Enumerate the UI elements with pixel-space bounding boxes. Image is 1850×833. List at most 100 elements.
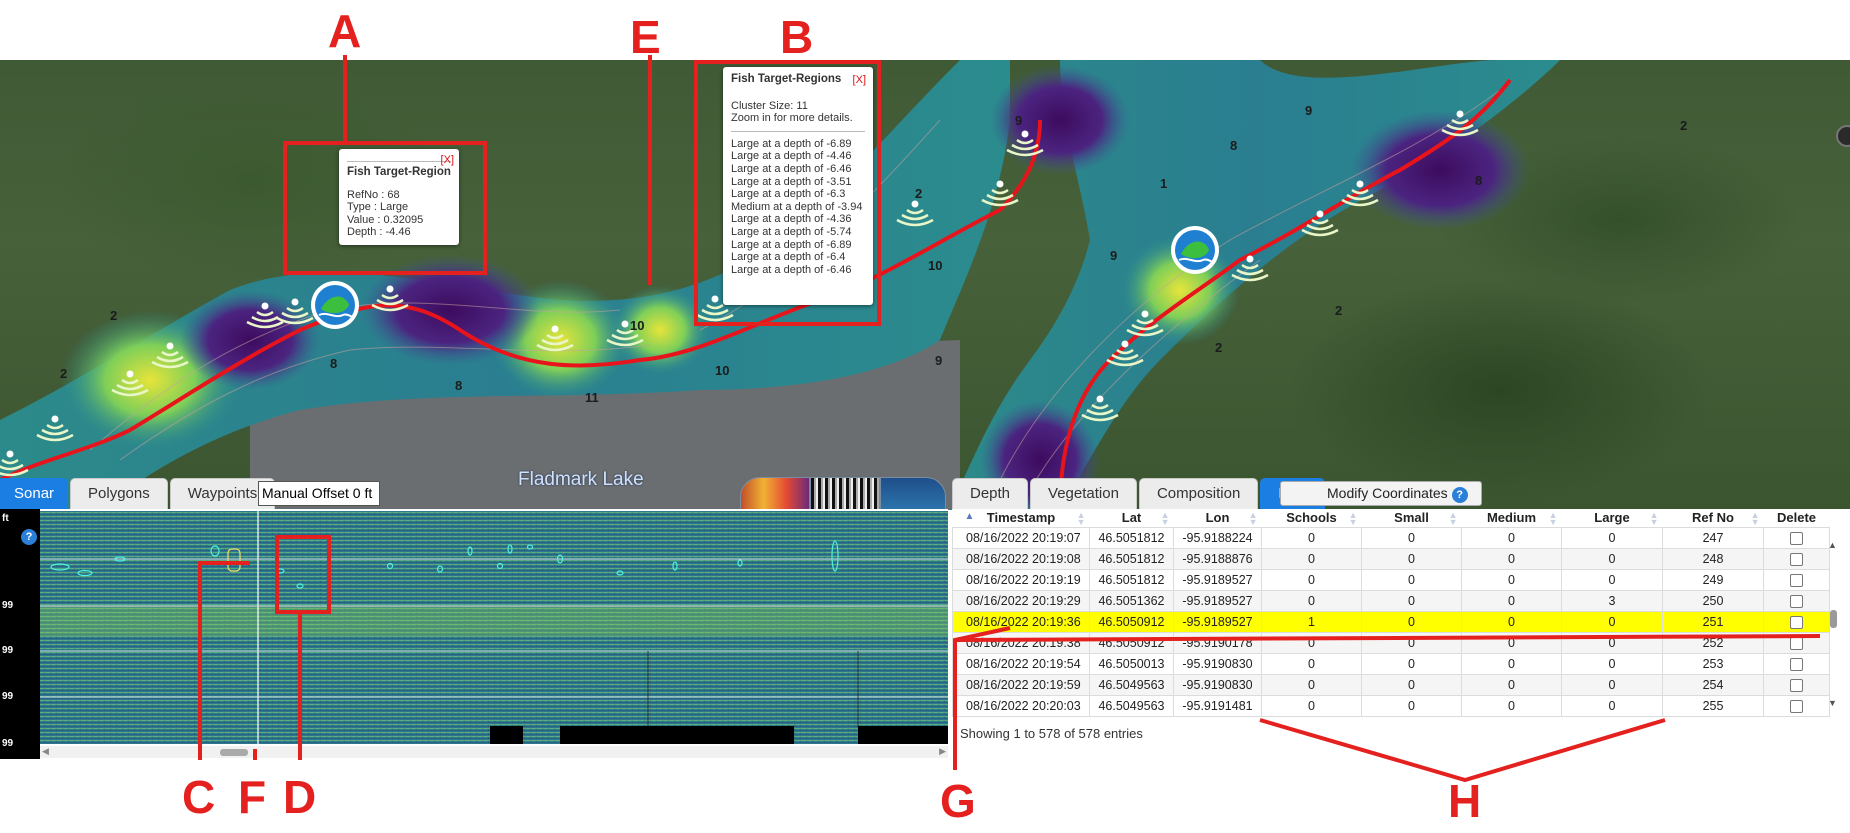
- sonar-fish-echo[interactable]: [737, 559, 743, 567]
- map-zoom-control[interactable]: [1836, 125, 1850, 147]
- column-header-medium[interactable]: Medium▲▼: [1461, 509, 1562, 527]
- sonar-fish-echo[interactable]: [556, 554, 564, 564]
- sonar-fish-echo[interactable]: [77, 569, 93, 577]
- fish-sonar-marker-icon[interactable]: [896, 200, 934, 227]
- cell-small: 0: [1361, 652, 1462, 675]
- cell-lon: -95.9188876: [1173, 547, 1262, 570]
- tab-polygons[interactable]: Polygons: [70, 478, 168, 509]
- column-header-lon[interactable]: Lon▲▼: [1173, 509, 1262, 527]
- manual-offset-input[interactable]: Manual Offset 0 ft: [258, 481, 380, 506]
- tab-waypoints[interactable]: Waypoints: [169, 478, 276, 509]
- popup-close-button[interactable]: [X]: [852, 74, 866, 86]
- column-header-small[interactable]: Small▲▼: [1361, 509, 1462, 527]
- sonar-fish-echo[interactable]: [114, 556, 126, 562]
- fish-sonar-marker-icon[interactable]: [371, 285, 409, 312]
- scroll-down-icon[interactable]: ▼: [1828, 698, 1837, 708]
- fish-sonar-marker-icon[interactable]: [246, 302, 284, 329]
- sonar-fish-echo[interactable]: [386, 562, 394, 570]
- scroll-right-icon[interactable]: ▶: [939, 746, 946, 756]
- scroll-thumb[interactable]: [1830, 610, 1837, 628]
- delete-checkbox[interactable]: [1790, 594, 1803, 608]
- tab-composition[interactable]: Composition: [1138, 478, 1259, 509]
- fish-sonar-marker-icon[interactable]: [1231, 255, 1269, 282]
- fish-sonar-marker-icon[interactable]: [1006, 130, 1044, 157]
- fish-sonar-marker-icon[interactable]: [151, 342, 189, 369]
- help-icon[interactable]: ?: [1451, 487, 1468, 503]
- fish-sonar-marker-icon[interactable]: [1301, 210, 1339, 237]
- annotation-label-e: E: [630, 11, 661, 63]
- column-header-lat[interactable]: Lat▲▼: [1089, 509, 1174, 527]
- table-vertical-scrollbar[interactable]: ▲ ▼: [1826, 540, 1840, 710]
- fish-sonar-marker-icon[interactable]: [536, 325, 574, 352]
- sonar-fish-echo[interactable]: [616, 570, 624, 576]
- cell-ref-no: 255: [1662, 694, 1764, 717]
- popup-line: Depth : -4.46: [347, 226, 411, 239]
- cell-lat: 46.5051812: [1089, 568, 1174, 591]
- sonar-fish-echo[interactable]: [50, 563, 70, 571]
- popup-title: Fish Target-Regions: [731, 73, 842, 85]
- sonar-fish-echo[interactable]: [672, 561, 678, 571]
- column-header-schools[interactable]: Schools▲▼: [1261, 509, 1362, 527]
- sonar-fish-echo[interactable]: [831, 540, 839, 572]
- sonar-fish-echo[interactable]: [526, 544, 534, 550]
- popup-title: Fish Target-Region: [347, 166, 451, 178]
- fish-sonar-marker-icon[interactable]: [1126, 310, 1164, 337]
- column-header-large[interactable]: Large▲▼: [1561, 509, 1663, 527]
- column-header-ref-no[interactable]: Ref No▲▼: [1662, 509, 1764, 527]
- delete-checkbox[interactable]: [1790, 699, 1803, 713]
- sonar-fish-echo[interactable]: [210, 545, 220, 557]
- sonar-fish-echo[interactable]: [467, 546, 473, 556]
- delete-checkbox[interactable]: [1790, 573, 1803, 587]
- basemap-thumbnail-sonar[interactable]: [810, 477, 880, 510]
- fish-sonar-marker-icon[interactable]: [606, 320, 644, 347]
- tab-sonar[interactable]: Sonar: [0, 478, 69, 509]
- delete-checkbox[interactable]: [1790, 552, 1803, 566]
- scroll-thumb[interactable]: [220, 749, 248, 756]
- fish-sonar-marker-icon[interactable]: [276, 298, 314, 325]
- fish-sonar-marker-icon[interactable]: [1341, 180, 1379, 207]
- basemap-thumbnail-heatmap[interactable]: [740, 477, 810, 510]
- delete-checkbox[interactable]: [1790, 636, 1803, 650]
- cell-delete: [1763, 652, 1830, 675]
- sonar-fish-echo[interactable]: [496, 562, 504, 570]
- delete-checkbox[interactable]: [1790, 657, 1803, 671]
- basemap-thumbnail-satellite[interactable]: [880, 477, 946, 510]
- scroll-left-icon[interactable]: ◀: [42, 746, 49, 756]
- lake-water-left: [0, 60, 1010, 510]
- popup-close-button[interactable]: [X]: [440, 154, 454, 166]
- fish-sonar-marker-icon[interactable]: [1081, 395, 1119, 422]
- tab-depth[interactable]: Depth: [952, 478, 1029, 509]
- delete-checkbox[interactable]: [1790, 531, 1803, 545]
- contour-depth-label: 11: [585, 390, 599, 405]
- fish-sonar-marker-icon[interactable]: [111, 370, 149, 397]
- delete-checkbox[interactable]: [1790, 615, 1803, 629]
- sonar-horizontal-scrollbar[interactable]: ◀ ▶: [40, 746, 948, 758]
- tab-vegetation[interactable]: Vegetation: [1030, 478, 1137, 509]
- popup-line: Large at a depth of -6.3: [731, 188, 846, 201]
- sonar-fish-echo[interactable]: [436, 565, 444, 573]
- fish-sonar-marker-icon[interactable]: [36, 415, 74, 442]
- column-header-timestamp[interactable]: ▲Timestamp▲▼: [952, 509, 1090, 527]
- fish-sonar-marker-icon[interactable]: [0, 450, 29, 477]
- fish-sonar-marker-icon[interactable]: [1441, 110, 1479, 137]
- sonar-fish-echo[interactable]: [507, 544, 513, 554]
- fish-sonar-marker-icon[interactable]: [1106, 340, 1144, 367]
- popup-hint: Zoom in for more details.: [731, 112, 853, 125]
- sonar-help-button[interactable]: ?: [21, 529, 37, 545]
- fish-sonar-marker-icon[interactable]: [981, 180, 1019, 207]
- sonar-echogram[interactable]: [40, 511, 948, 744]
- scroll-up-icon[interactable]: ▲: [1828, 540, 1837, 550]
- modify-coordinates-button[interactable]: Modify Coordinates?: [1280, 481, 1482, 506]
- cell-lon: -95.9190178: [1173, 631, 1262, 654]
- delete-checkbox[interactable]: [1790, 678, 1803, 692]
